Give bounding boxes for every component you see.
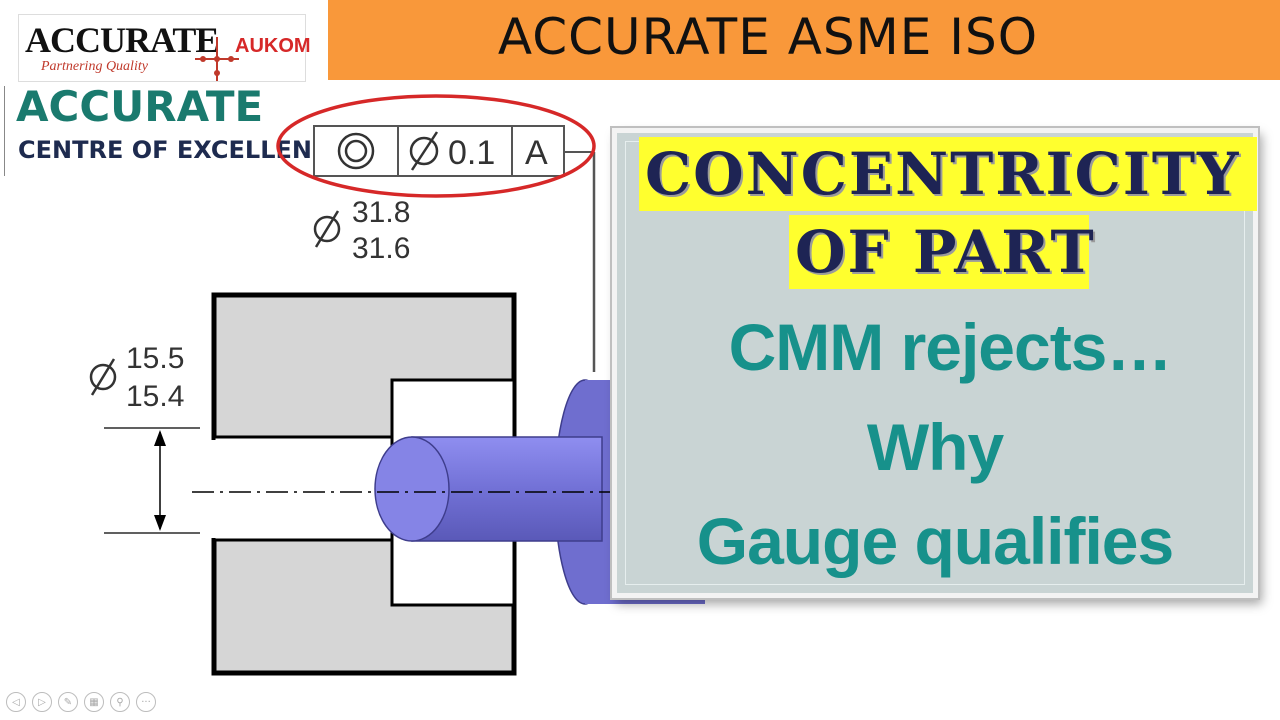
highlight-ellipse bbox=[276, 94, 596, 198]
logo-partner: AUKOM bbox=[235, 35, 311, 57]
concentricity-card: CONCENTRICITY OF PART CMM rejects… Why G… bbox=[612, 128, 1258, 598]
centre-subtitle: CENTRE OF EXCELLENCE bbox=[18, 136, 346, 164]
fcf-datum: A bbox=[525, 134, 548, 172]
logo-cross-icon bbox=[195, 37, 239, 81]
slides-icon[interactable]: ▦ bbox=[84, 692, 104, 712]
divider bbox=[4, 86, 5, 176]
card-text-line3: Gauge qualifies bbox=[696, 504, 1174, 578]
gauge-pin-end bbox=[374, 436, 450, 542]
card-text-line2: Why bbox=[866, 410, 1004, 484]
inner-diameter-dimension: 15.5 15.4 bbox=[89, 342, 184, 413]
bore bbox=[212, 435, 396, 542]
inner-diameter-max: 15.5 bbox=[126, 342, 184, 375]
next-icon[interactable]: ▷ bbox=[32, 692, 52, 712]
feature-control-frame: 0.1 A bbox=[313, 125, 565, 177]
pen-icon[interactable]: ✎ bbox=[58, 692, 78, 712]
banner-title: ACCURATE ASME ISO bbox=[497, 8, 1039, 66]
outer-diameter-max: 31.8 bbox=[352, 196, 410, 229]
more-icon[interactable]: ··· bbox=[136, 692, 156, 712]
outer-diameter-min: 31.6 bbox=[352, 232, 410, 265]
concentricity-icon bbox=[337, 132, 375, 170]
card-text-line1: CMM rejects… bbox=[728, 310, 1173, 384]
outer-diameter-dimension: 31.8 31.6 bbox=[313, 196, 410, 265]
card-heading-line1: CONCENTRICITY bbox=[639, 137, 1257, 211]
diameter-icon bbox=[409, 136, 439, 166]
zoom-icon[interactable]: ⚲ bbox=[110, 692, 130, 712]
logo-brand: ACCURATE bbox=[25, 20, 219, 60]
card-heading-line2: OF PART bbox=[789, 215, 1094, 289]
company-logo: ACCURATE Partnering Quality AUKOM bbox=[18, 14, 311, 82]
previous-icon[interactable]: ◁ bbox=[6, 692, 26, 712]
fcf-tolerance: 0.1 bbox=[448, 134, 495, 172]
slideshow-controls: ◁ ▷ ✎ ▦ ⚲ ··· bbox=[6, 692, 156, 712]
logo-tagline: Partnering Quality bbox=[41, 59, 148, 74]
inner-diameter-min: 15.4 bbox=[126, 380, 184, 413]
centre-name: ACCURATE bbox=[16, 82, 264, 131]
top-banner: ACCURATE ASME ISO bbox=[328, 0, 1280, 80]
